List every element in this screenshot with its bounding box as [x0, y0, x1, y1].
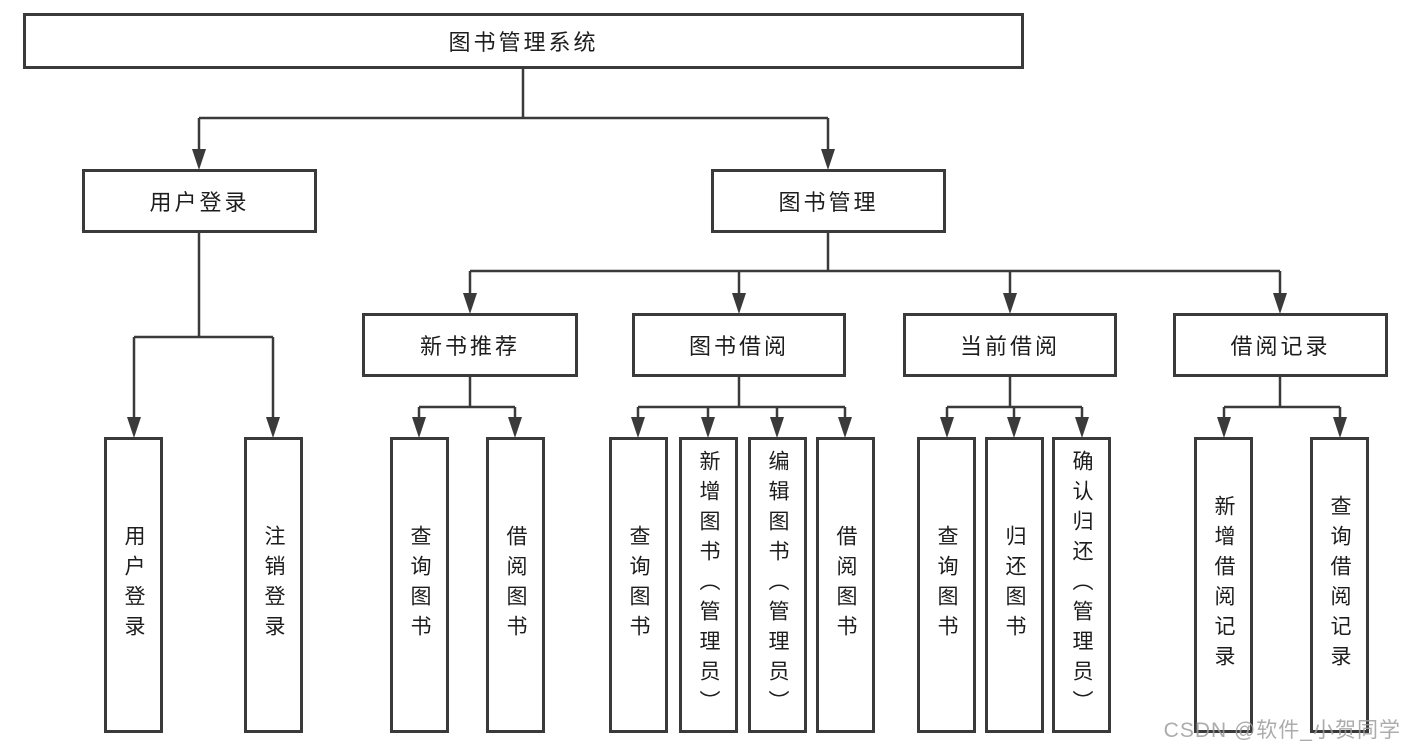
leaf-confirm-return-admin: 确认归还（管理员）	[1052, 437, 1111, 733]
node-label: 用户登录	[149, 190, 250, 215]
leaf-label: 借阅图书	[504, 525, 527, 645]
leaf-borrow-books-recommend: 借阅图书	[486, 437, 545, 733]
node-label: 图书管理	[778, 190, 879, 215]
leaf-label: 查询图书	[408, 525, 431, 645]
node-root-system: 图书管理系统	[23, 13, 1024, 69]
node-label: 图书借阅	[688, 334, 789, 359]
leaf-query-books-current: 查询图书	[917, 437, 976, 733]
leaf-label: 查询图书	[627, 525, 650, 645]
node-label: 新书推荐	[419, 334, 520, 359]
leaf-add-book-admin: 新增图书（管理员）	[679, 437, 738, 733]
leaf-user-login: 用户登录	[104, 437, 163, 733]
leaf-label: 借阅图书	[834, 525, 857, 645]
csdn-watermark: CSDN @软件_小贺同学	[1163, 719, 1401, 742]
leaf-label: 注销登录	[262, 525, 285, 645]
leaf-label: 归还图书	[1003, 525, 1026, 645]
leaf-edit-book-admin: 编辑图书（管理员）	[748, 437, 807, 733]
leaf-label: 确认归还（管理员）	[1070, 450, 1093, 720]
leaf-label: 新增借阅记录	[1212, 495, 1235, 675]
leaf-borrow-books-borrowing: 借阅图书	[816, 437, 875, 733]
leaf-label: 查询借阅记录	[1328, 495, 1351, 675]
node-book-management: 图书管理	[711, 169, 946, 233]
leaf-query-borrow-record: 查询借阅记录	[1310, 437, 1369, 733]
leaf-label: 查询图书	[935, 525, 958, 645]
leaf-logout: 注销登录	[244, 437, 303, 733]
node-label: 当前借阅	[959, 334, 1060, 359]
node-new-book-recommend: 新书推荐	[362, 313, 578, 377]
node-label: 图书管理系统	[448, 30, 599, 55]
leaf-label: 编辑图书（管理员）	[766, 450, 789, 720]
leaf-label: 新增图书（管理员）	[697, 450, 720, 720]
tree-edges	[132, 69, 1342, 418]
node-label: 借阅记录	[1230, 334, 1331, 359]
node-current-borrowing: 当前借阅	[903, 313, 1117, 377]
leaf-add-borrow-record: 新增借阅记录	[1194, 437, 1253, 733]
arrowheads	[127, 149, 1347, 438]
leaf-query-books-recommend: 查询图书	[390, 437, 449, 733]
node-book-borrowing: 图书借阅	[632, 313, 846, 377]
leaf-query-books-borrowing: 查询图书	[609, 437, 668, 733]
leaf-return-books: 归还图书	[985, 437, 1044, 733]
leaf-label: 用户登录	[122, 525, 145, 645]
node-borrowing-records: 借阅记录	[1173, 313, 1388, 377]
node-user-login: 用户登录	[82, 169, 317, 233]
